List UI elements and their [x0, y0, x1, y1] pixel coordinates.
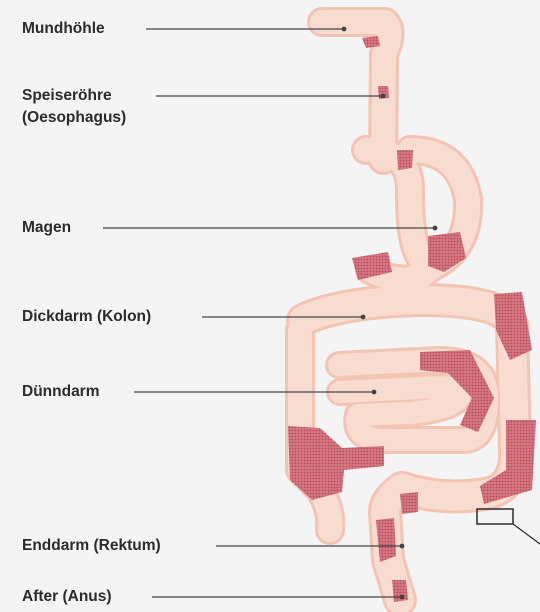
- label-esophagus: Speiseröhre: [22, 86, 112, 106]
- zoom-leader-line: [513, 524, 540, 544]
- label-stomach: Magen: [22, 218, 71, 238]
- inflamed-area-descending: [400, 492, 418, 514]
- inflamed-area-mouth: [362, 36, 380, 48]
- zoom-callout: [477, 509, 540, 544]
- leader-dot-anus: [400, 595, 405, 600]
- label-colon: Dickdarm (Kolon): [22, 307, 151, 327]
- inflamed-area-anus: [392, 580, 408, 602]
- leader-dot-stomach: [433, 226, 438, 231]
- leader-dot-mouth: [342, 27, 347, 32]
- inflamed-area-upper-stomach: [397, 150, 413, 170]
- label-esophagus-latin: (Oesophagus): [22, 108, 126, 128]
- inflamed-area-stomach: [428, 232, 466, 272]
- leader-dot-colon: [361, 315, 366, 320]
- label-rectum: Enddarm (Rektum): [22, 536, 161, 556]
- label-small-intestine: Dünndarm: [22, 382, 100, 402]
- label-anus: After (Anus): [22, 587, 112, 607]
- leader-dot-esophagus: [381, 94, 386, 99]
- leader-dot-small-intestine: [372, 390, 377, 395]
- label-mouth: Mundhöhle: [22, 19, 105, 39]
- leader-dot-rectum: [400, 544, 405, 549]
